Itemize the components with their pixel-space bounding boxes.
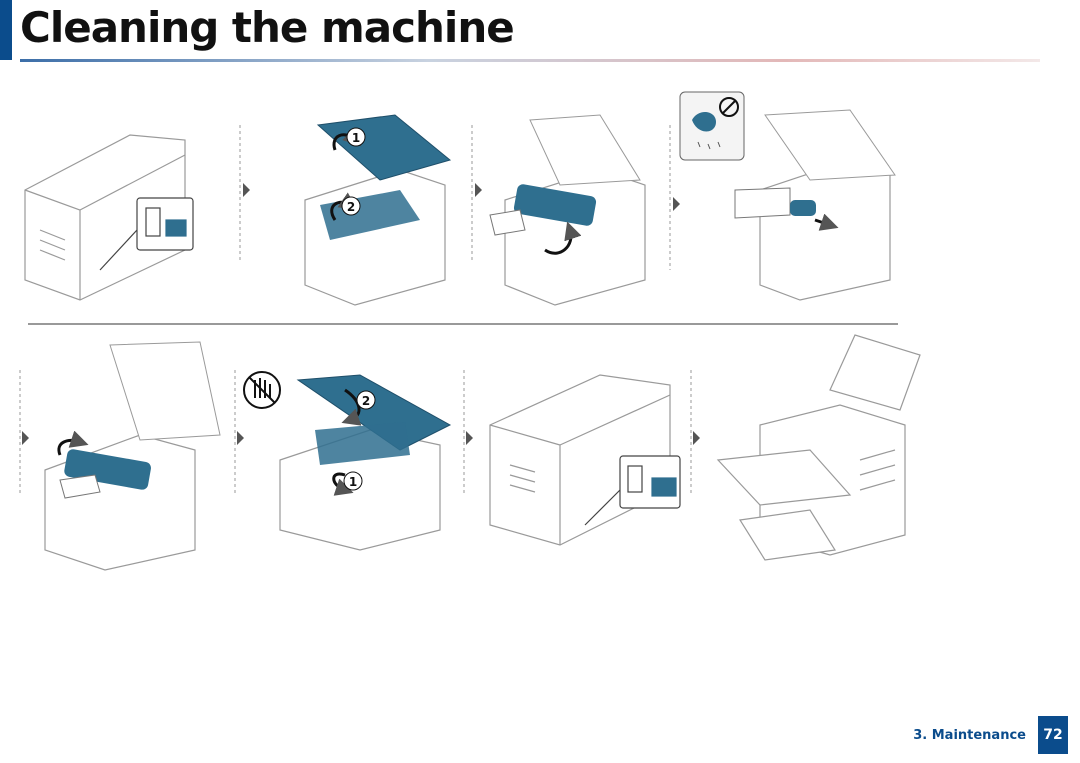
step-8-machine-ready-illustration [716,334,921,561]
step-arrow-2 [475,183,482,197]
page-title: Cleaning the machine [20,3,515,52]
title-rule [20,59,1040,62]
cleaning-steps-illustration: 1 2 [19,91,921,571]
step-2-callout-1: 1 [352,131,360,145]
step-2-callout-2: 2 [347,200,355,214]
footer-section-label: 3. Maintenance [913,728,1026,743]
step-arrow-7 [466,431,473,445]
step-6-callout-1: 1 [349,475,357,489]
step-1-unplug-illustration [24,134,194,301]
step-7-plug-in-illustration [489,374,681,546]
step-6-callout-2: 2 [362,394,370,408]
step-arrow-8 [693,431,700,445]
step-arrow-5 [22,431,29,445]
step-2-open-cover-illustration [304,114,452,306]
step-4-wipe-illustration [679,91,896,301]
step-arrow-3 [673,197,680,211]
header-accent-bar [0,0,12,60]
step-5-reinsert-cartridge-illustration [44,341,221,571]
step-3-remove-cartridge-illustration [489,114,646,306]
step-arrow-6 [237,431,244,445]
page-number: 72 [1038,716,1068,754]
step-6-close-cover-illustration [243,371,452,551]
step-arrow-1 [243,183,250,197]
